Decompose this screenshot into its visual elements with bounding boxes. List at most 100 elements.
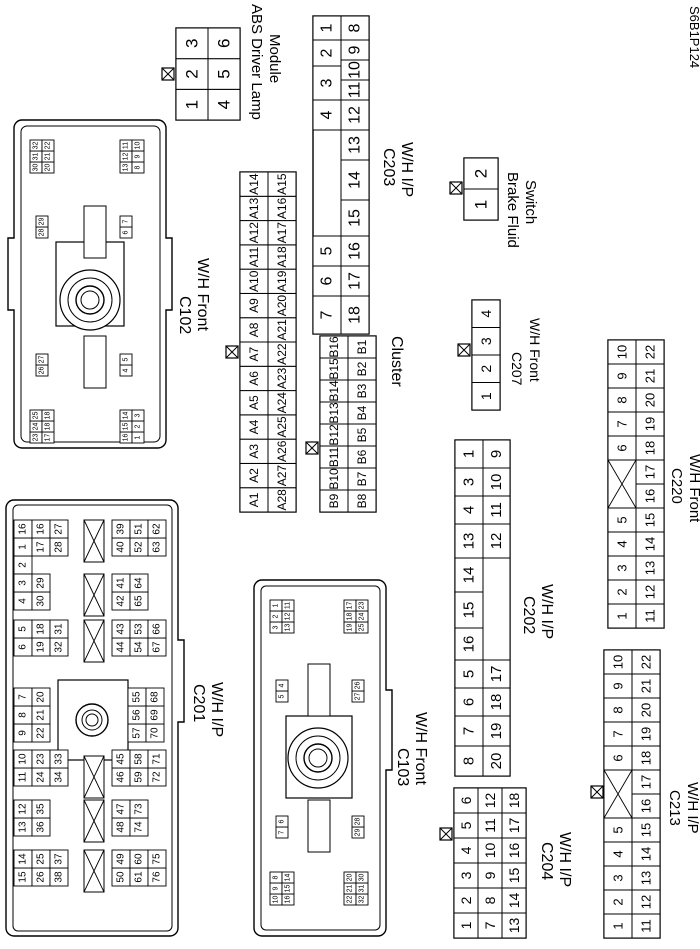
c201-pin: 19 (36, 641, 47, 653)
c213-pin: 9 (611, 682, 626, 689)
cluster-b-pin: B12 (327, 424, 341, 446)
brake-pin: 1 (472, 200, 491, 209)
c201-pin: 62 (152, 523, 163, 535)
cluster-b-pin: B14 (327, 380, 341, 402)
cluster-a-pin: A3 (247, 444, 261, 459)
lock-icon (225, 345, 239, 359)
abs-label-line1: ABS Driver Lamp (248, 4, 265, 120)
c220-pin: 2 (615, 588, 630, 595)
cluster-a-pin: A20 (275, 295, 289, 317)
c201-pin: 63 (152, 541, 163, 553)
c213-pin: 2 (611, 898, 626, 905)
c207-pin: 4 (478, 310, 494, 318)
cluster-a-pin: A4 (247, 419, 261, 434)
c203-pin: 6 (319, 276, 336, 285)
c220-pin: 1 (615, 612, 630, 619)
abs-label-line2: Module (266, 34, 283, 83)
c201-label-line1: C201 (190, 684, 207, 722)
c220-pin: 11 (643, 609, 658, 623)
c202-pin: 16 (461, 636, 478, 653)
c204-pin: 3 (458, 871, 474, 879)
c102-pin: 7 (123, 219, 130, 223)
c201-pin: 23 (36, 753, 47, 765)
c201-pin: 60 (134, 853, 145, 865)
cluster-a-pin: A27 (275, 465, 289, 487)
c207-pin: 1 (478, 392, 494, 400)
c102-pin: 8 (135, 165, 142, 169)
c201-pin: 16 (36, 523, 47, 535)
c202-label-line2: W/H I/P (538, 584, 555, 639)
c201-pin: 53 (134, 623, 145, 635)
c203-pin: 3 (319, 78, 336, 87)
cluster-a-pin: A11 (247, 246, 261, 267)
c102-connector: 3031322021221312118910282967262745232425… (7, 119, 173, 449)
cluster-a-pin: A2 (247, 468, 261, 483)
c202-pin: 15 (461, 602, 478, 619)
c220-pin: 16 (643, 489, 658, 503)
cluster-a-pin: A14 (247, 173, 261, 195)
c220-label-line1: C220 (668, 468, 685, 504)
abs-pin: 2 (183, 69, 202, 78)
c102-pin: 1 (135, 435, 142, 439)
c103-pin: 4 (279, 683, 286, 687)
c213-pin: 8 (611, 706, 626, 713)
c201-pin: 30 (36, 595, 47, 607)
c203-pin: 13 (347, 136, 364, 154)
c201-pin: 48 (116, 821, 127, 833)
c203-pin: 4 (319, 110, 336, 119)
c201-pin: 7 (18, 694, 29, 700)
c204-label-line2: W/H I/P (556, 832, 573, 887)
c103-label-line2: W/H Front (412, 712, 429, 785)
c103-pin: 32 (359, 896, 366, 904)
c202-pin: 17 (488, 666, 505, 683)
c201-pin: 44 (116, 641, 127, 653)
c220-pin: 4 (615, 540, 630, 547)
c202-connector: 8765161514134321201918171211109 (454, 439, 511, 777)
c103-pin: 30 (359, 874, 366, 882)
brake-label-line2: Switch (522, 180, 539, 224)
c202-pin: 12 (488, 533, 505, 550)
cluster-a-pin: A23 (275, 367, 289, 389)
c204-pin: 4 (458, 846, 474, 854)
c213-pin: 7 (611, 730, 626, 737)
c102-pin: 13 (123, 164, 130, 172)
c201-connector: 2116171628274330296519183231987222120111… (5, 499, 185, 937)
c102-pin: 22 (45, 142, 52, 150)
c220-pin: 3 (615, 564, 630, 571)
c213-pin: 18 (639, 751, 654, 765)
c213-pin: 14 (639, 847, 654, 861)
c103-pin: 2 (273, 614, 280, 618)
lock-icon (590, 785, 604, 799)
c201-pin: 15 (18, 871, 29, 883)
c202-pin: 10 (488, 474, 505, 491)
c201-pin: 54 (134, 641, 145, 653)
c201-pin: 55 (132, 691, 143, 703)
cluster-b-pin: B9 (327, 493, 341, 508)
c202-pin: 1 (461, 450, 478, 458)
c201-pin: 59 (134, 771, 145, 783)
c201-pin: 8 (18, 712, 29, 718)
c201-pin: 18 (36, 623, 47, 635)
c203-pin: 9 (347, 45, 364, 54)
c202-pin: 7 (461, 727, 478, 735)
cluster-b-pin: B5 (355, 427, 369, 442)
c201-pin: 69 (150, 709, 161, 721)
c213-pin: 13 (639, 871, 654, 885)
c103-pin: 9 (273, 886, 280, 890)
cluster-b-pin: B4 (355, 405, 369, 420)
c201-pin: 74 (134, 821, 145, 833)
c102-pin: 16 (123, 434, 130, 442)
c204-pin: 16 (506, 843, 522, 859)
lock-icon (457, 343, 471, 357)
c220-pin: 19 (643, 417, 658, 431)
c220-pin: 9 (615, 372, 630, 379)
c103-pin: 20 (347, 874, 354, 882)
c203-pin: 1 (319, 23, 336, 32)
c213-pin: 22 (639, 655, 654, 669)
c201-pin: 66 (152, 623, 163, 635)
c103-label-line1: C103 (394, 748, 411, 786)
c213-pin: 10 (611, 655, 626, 669)
c220-pin: 10 (615, 345, 630, 359)
c102-pin: 28 (39, 229, 46, 237)
